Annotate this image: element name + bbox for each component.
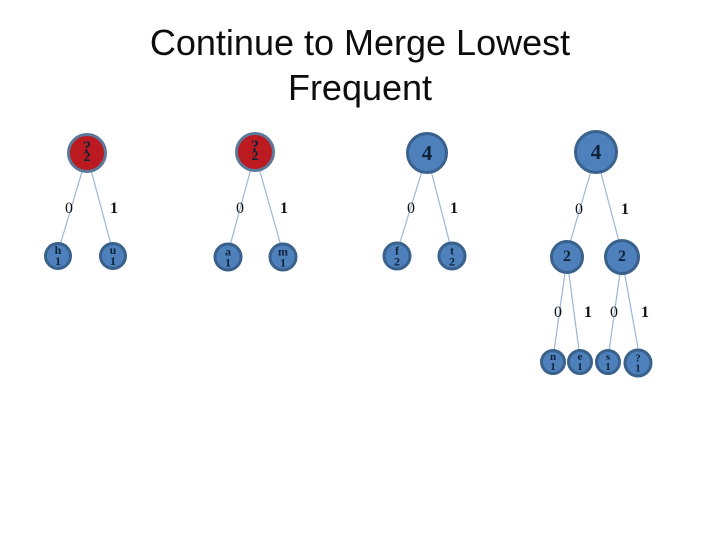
leaf-node-e: e 1 [567, 349, 593, 375]
leaf-node-a: a 1 [213, 242, 243, 272]
internal-node-left: 2 [550, 240, 584, 274]
merged-root-node-am: ? 2 [235, 132, 275, 172]
leaf-count: 1 [110, 254, 116, 268]
edge-line [552, 258, 568, 359]
leaf-count: 1 [55, 254, 61, 268]
node-count: 4 [590, 139, 602, 164]
leaf-node-n: n 1 [540, 349, 566, 375]
node-count: 4 [421, 140, 433, 165]
root-node-nes: 4 [574, 130, 618, 174]
leaf-count: 1 [577, 361, 583, 373]
edge-label-0: 0 [610, 304, 618, 321]
edge-label-1: 1 [641, 304, 649, 321]
edge-label-0: 0 [575, 201, 583, 218]
node-count: 2 [563, 248, 571, 265]
leaf-letter: n [549, 351, 557, 363]
leaf-letter: u [109, 243, 117, 257]
merged-root-node-hu: ? 2 [67, 133, 107, 173]
leaf-letter: a [225, 244, 231, 258]
root-node-ft: 4 [406, 132, 448, 174]
leaf-count: 2 [449, 254, 455, 268]
leaf-node-t: t 2 [437, 241, 467, 271]
leaf-count: 1 [605, 361, 611, 373]
edge-label-1: 1 [280, 200, 288, 217]
node-count: 2 [251, 149, 259, 164]
edge-line [607, 258, 623, 359]
leaf-letter: h [54, 243, 62, 257]
slide-title: Continue to Merge Lowest Frequent [0, 20, 720, 110]
node-count: 2 [83, 150, 91, 165]
leaf-letter: t [450, 243, 454, 257]
leaf-letter: f [395, 243, 399, 257]
leaf-count: 1 [550, 361, 556, 373]
edge-label-1: 1 [621, 201, 629, 218]
leaf-node-f: f 2 [382, 241, 412, 271]
leaf-letter: ? [635, 352, 641, 364]
leaf-count: 1 [225, 255, 231, 269]
edge-line [621, 258, 641, 360]
leaf-count: 1 [635, 362, 641, 374]
leaf-node-question: ? 1 [623, 348, 653, 378]
leaf-node-m: m 1 [268, 242, 298, 272]
leaf-node-s: s 1 [595, 349, 621, 375]
node-label: ? [251, 138, 259, 155]
leaf-letter: m [278, 244, 288, 258]
node-label: ? [83, 139, 91, 156]
edge-label-0: 0 [554, 304, 562, 321]
leaf-letter: s [605, 351, 611, 363]
edge-label-0: 0 [65, 200, 73, 217]
edge-label-1: 1 [450, 200, 458, 217]
node-count: 2 [618, 248, 626, 265]
edge-label-1: 1 [584, 304, 592, 321]
edge-label-0: 0 [236, 200, 244, 217]
leaf-letter: e [577, 351, 583, 363]
title-line-1: Continue to Merge Lowest [149, 22, 571, 63]
title-line-2: Frequent [287, 67, 433, 108]
leaf-node-h: h 1 [44, 242, 72, 270]
leaf-count: 1 [280, 255, 286, 269]
internal-node-right: 2 [604, 239, 640, 275]
edge-label-1: 1 [110, 200, 118, 217]
edge-label-0: 0 [407, 200, 415, 217]
leaf-node-u: u 1 [99, 242, 127, 270]
edge-line [566, 258, 581, 359]
leaf-count: 2 [394, 254, 400, 268]
